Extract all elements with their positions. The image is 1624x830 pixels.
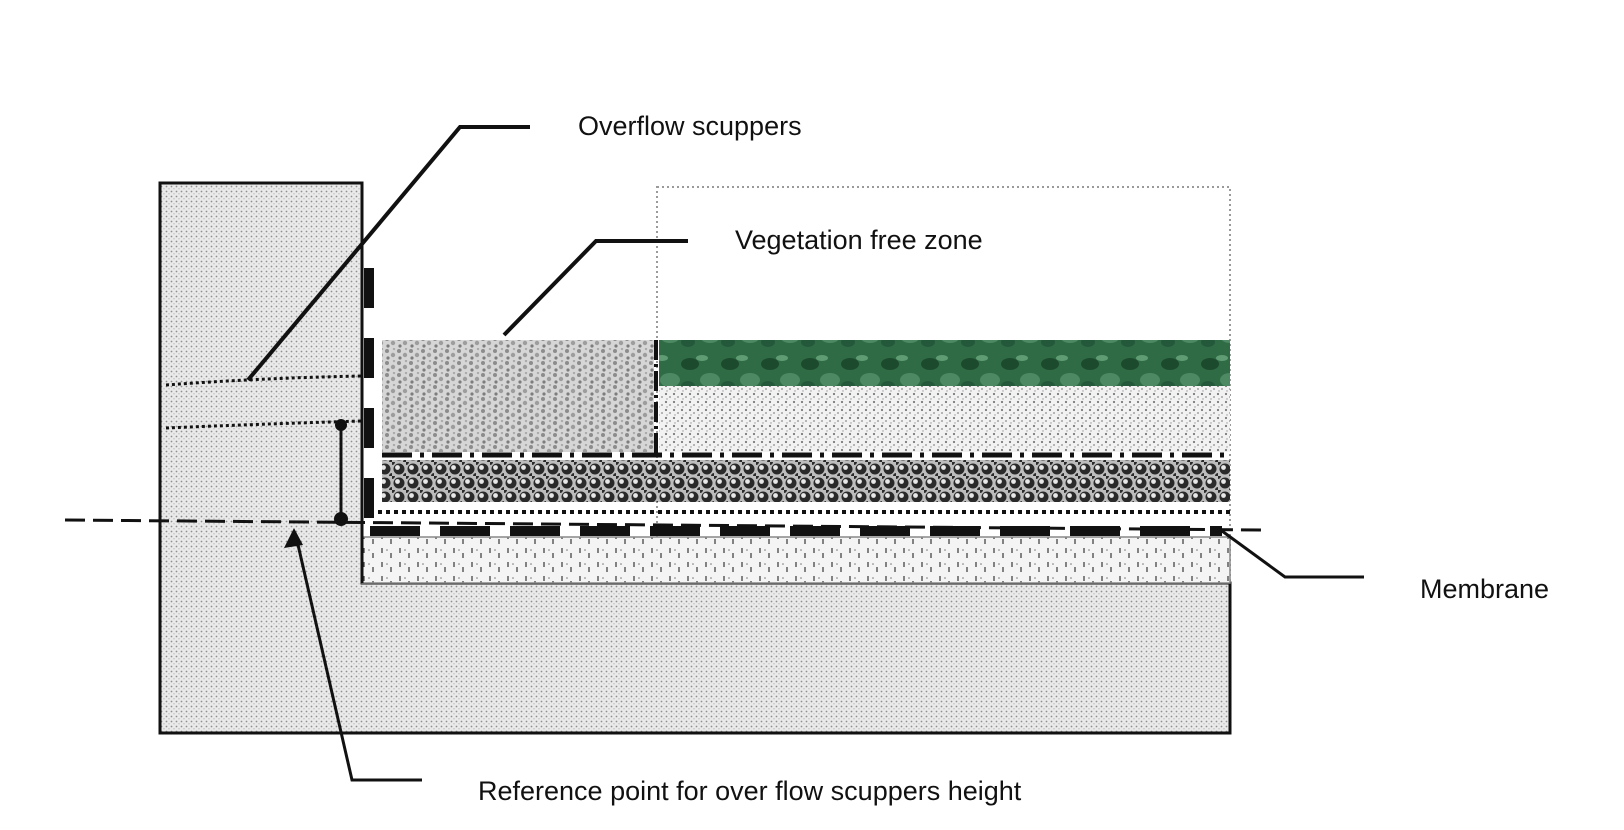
dimension-bottom-dot — [334, 512, 348, 526]
leader-overflow-scuppers — [246, 125, 530, 382]
gravel-vegetation-free-zone — [382, 340, 654, 452]
reference-line — [64, 518, 1263, 532]
leader-reference-point — [294, 535, 422, 782]
parapet-and-roof-slab — [158, 181, 1232, 735]
vegetation-layer — [659, 340, 1230, 386]
scupper-top-line — [165, 374, 363, 387]
scupper-bottom-line — [165, 419, 363, 430]
drainage-layer — [382, 460, 1230, 502]
label-vegetation-free-zone: Vegetation free zone — [735, 225, 983, 255]
label-membrane: Membrane — [1420, 574, 1550, 604]
leader-vegetation-free-zone — [502, 239, 688, 337]
growing-medium-layer — [659, 386, 1230, 452]
dimension-top-dot — [335, 419, 347, 431]
arrowhead-reference-point — [284, 528, 303, 548]
label-reference-point: Reference point for over flow scuppers h… — [478, 776, 1022, 806]
insulation-layer — [361, 536, 1231, 584]
leader-membrane — [1221, 529, 1364, 579]
label-overflow-scuppers: Overflow scuppers — [578, 111, 802, 141]
